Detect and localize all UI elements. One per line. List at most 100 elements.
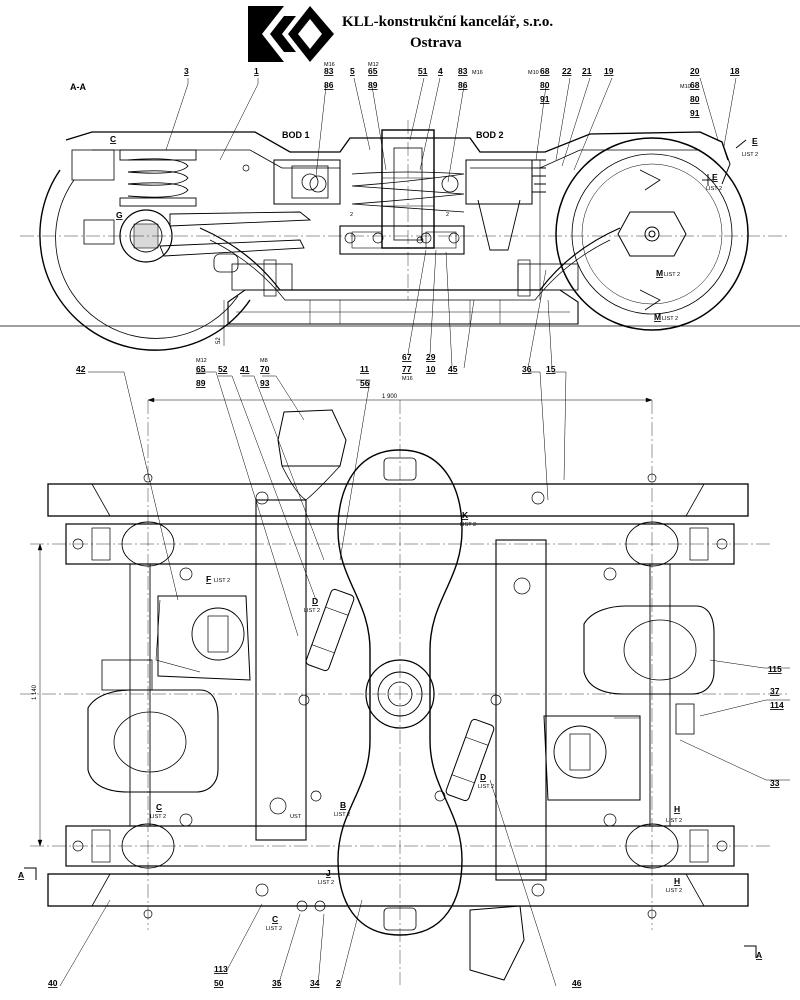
callout-37: 37 — [770, 686, 780, 696]
callout-83a: 83 — [324, 66, 334, 76]
dimension-height-side: 52 — [216, 337, 222, 344]
callout-k: K — [462, 510, 469, 520]
callout-2a: 2 — [350, 212, 353, 218]
callout-70: 70 — [260, 364, 270, 374]
bracket-bottom — [469, 905, 525, 981]
callout-list-b: LIST 2 — [334, 812, 350, 818]
callout-93: 93 — [260, 378, 270, 388]
callout-2c: 2 — [336, 978, 341, 988]
callout-40: 40 — [48, 978, 58, 988]
callout-67: 67 — [402, 352, 412, 362]
callout-86a: 86 — [324, 80, 334, 90]
callout-m12a: M12 — [368, 62, 379, 68]
bracket-top — [277, 409, 347, 467]
callout-list-k: LIST 2 — [460, 522, 476, 528]
callout-h2: H — [674, 876, 680, 886]
pivot-column — [381, 129, 435, 249]
callout-list-m1: LIST 2 — [664, 272, 680, 278]
callout-114: 114 — [770, 700, 784, 710]
callout-list-m2: LIST 2 — [662, 316, 678, 322]
callout-115: 115 — [768, 664, 782, 674]
plan-view — [20, 371, 790, 987]
callout-56: 56 — [360, 378, 370, 388]
callout-g-side: G — [116, 210, 123, 220]
callout-89a: 89 — [368, 80, 378, 90]
callout-34: 34 — [310, 978, 320, 988]
callout-m12b: M12 — [196, 358, 207, 364]
callout-m16b: M16 — [472, 70, 483, 76]
callout-46: 46 — [572, 978, 582, 988]
callout-89b: 89 — [196, 378, 206, 388]
callout-68b: 68 — [690, 80, 700, 90]
callout-29: 29 — [426, 352, 436, 362]
company-name: KLL-konstrukční kancelář, s.r.o. — [342, 14, 554, 30]
callout-80b: 80 — [690, 94, 700, 104]
callout-b: B — [340, 800, 346, 810]
callout-d1: D — [312, 596, 318, 606]
skid — [227, 289, 579, 325]
callout-91a: 91 — [540, 94, 550, 104]
callout-m-1: M — [656, 268, 663, 278]
callout-42: 42 — [76, 364, 86, 374]
callout-2b: 2 — [446, 212, 449, 218]
callout-3: 3 — [184, 66, 189, 76]
callout-52: 52 — [218, 364, 228, 374]
callout-68a: 68 — [540, 66, 550, 76]
callout-11: 11 — [360, 364, 369, 374]
callout-91b: 91 — [690, 108, 700, 118]
side-frame-top — [47, 483, 749, 517]
callout-list-h1: LIST 2 — [666, 818, 682, 824]
cross-beam-right — [495, 539, 547, 881]
callout-list-e2: LIST 2 — [706, 186, 722, 192]
callout-a-right: A — [756, 950, 762, 960]
center-pivot — [365, 659, 435, 729]
callout-list-c2: LIST 2 — [266, 926, 282, 932]
frame-top — [65, 131, 729, 161]
callout-h1: H — [674, 804, 680, 814]
callout-35: 35 — [272, 978, 282, 988]
callout-18: 18 — [730, 66, 740, 76]
callout-list-e1: LIST 2 — [742, 152, 758, 158]
callout-c1: C — [156, 802, 162, 812]
motor-right — [583, 605, 715, 695]
axle-top — [65, 523, 735, 565]
gearbox-left — [157, 595, 251, 681]
callout-list-c1: LIST 2 — [150, 814, 166, 820]
callout-20: 20 — [690, 66, 700, 76]
callout-86b: 86 — [458, 80, 468, 90]
side-view — [0, 77, 800, 369]
callout-77: 77 — [402, 364, 412, 374]
callout-ust: UST — [290, 814, 302, 820]
right-wheel — [555, 137, 749, 331]
company-logo — [248, 6, 334, 62]
callout-m-2: M — [654, 312, 661, 322]
callout-36: 36 — [522, 364, 532, 374]
section-title: A-A — [70, 82, 86, 92]
callout-list-f: LIST 2 — [214, 578, 230, 584]
callout-41: 41 — [240, 364, 250, 374]
callout-5: 5 — [350, 66, 355, 76]
callout-33: 33 — [770, 778, 780, 788]
frame-lower — [199, 227, 621, 291]
callout-22: 22 — [562, 66, 572, 76]
callout-e2: E — [712, 172, 718, 182]
company-city: Ostrava — [410, 35, 462, 51]
point-label-2: BOD 2 — [476, 130, 504, 140]
bolts — [143, 473, 657, 919]
callout-e1: E — [752, 136, 758, 146]
callout-83b: 83 — [458, 66, 468, 76]
callout-51: 51 — [418, 66, 428, 76]
callout-15: 15 — [546, 364, 556, 374]
callout-d2: D — [480, 772, 486, 782]
callout-113: 113 — [214, 964, 228, 974]
dimension-height: 1 140 — [32, 684, 38, 700]
callout-m16a: M16 — [324, 62, 335, 68]
callout-c-side: C — [110, 134, 116, 144]
callout-j: J — [326, 868, 331, 878]
callout-list-d2: LIST 2 — [478, 784, 494, 790]
callout-a-left: A — [18, 870, 24, 880]
